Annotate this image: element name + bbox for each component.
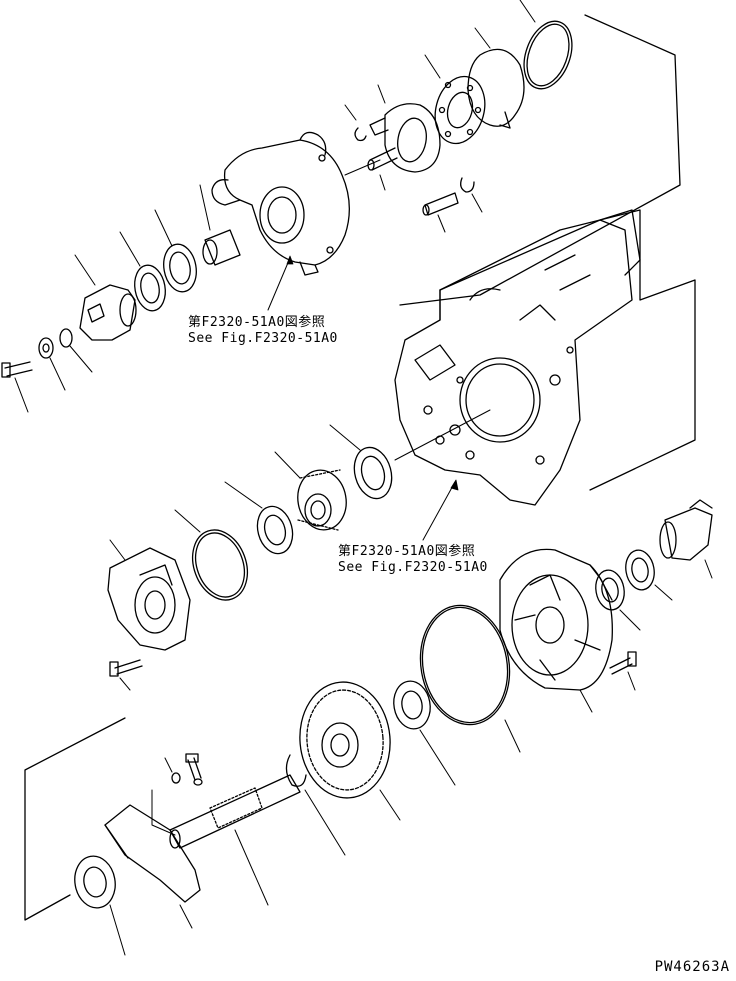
reference-label-lower: 第F2320-51A0図参照 See Fig.F2320-51A0 [338, 544, 488, 576]
seal-ring-right [625, 549, 673, 601]
snap-ring-small [344, 104, 367, 142]
bolt-top [1, 361, 33, 413]
o-ring-small [59, 328, 93, 373]
bolt-mid [109, 659, 143, 691]
cover-plate [104, 804, 201, 929]
frame-outline-bottom [24, 717, 126, 921]
snap-ring-pin [460, 177, 483, 213]
output-shaft [169, 774, 301, 906]
bearing-center [329, 424, 393, 500]
figure-id: PW46263A [654, 959, 730, 975]
shaft-axis-upper [394, 409, 491, 461]
bearing-bottom [74, 855, 126, 956]
reference-lower-jp: 第F2320-51A0図参照 [338, 544, 476, 559]
reference-lower-en: See Fig.F2320-51A0 [338, 560, 488, 575]
dowel-pin [367, 147, 398, 191]
bearing-left-2 [119, 231, 166, 312]
pump-housing [211, 131, 381, 276]
flange-plate [369, 84, 441, 173]
bushing [199, 184, 241, 266]
gear-center [274, 451, 347, 531]
bearing-ring [224, 481, 294, 555]
bolt-bottom [185, 753, 203, 786]
o-ring-big [419, 604, 521, 753]
bearing-lower [393, 680, 456, 786]
washer [38, 337, 66, 391]
transmission-case [394, 209, 641, 506]
cover-housing [107, 539, 191, 651]
o-ring-mid [174, 509, 249, 601]
washer-bottom [151, 757, 181, 836]
large-gear [299, 681, 401, 821]
bearing-plate [424, 54, 486, 145]
coupling-yoke [74, 254, 137, 341]
bearing-right [595, 569, 641, 631]
rear-cover [499, 548, 613, 713]
leader-case [422, 481, 456, 541]
frame-outline-case [439, 209, 696, 491]
frame-outline-top [399, 14, 681, 306]
reference-upper-jp: 第F2320-51A0図参照 [188, 315, 326, 330]
bearing-left-1 [154, 209, 197, 293]
bolt-right [609, 651, 637, 691]
pin-roller [422, 192, 459, 233]
coupling-yoke-right [659, 499, 713, 579]
reference-upper-en: See Fig.F2320-51A0 [188, 331, 338, 346]
o-ring-large [519, 0, 573, 90]
gasket-plate [467, 27, 525, 129]
reference-label-upper: 第F2320-51A0図参照 See Fig.F2320-51A0 [188, 315, 338, 347]
snap-ring-shaft [285, 754, 346, 856]
leader-housing [267, 257, 291, 311]
